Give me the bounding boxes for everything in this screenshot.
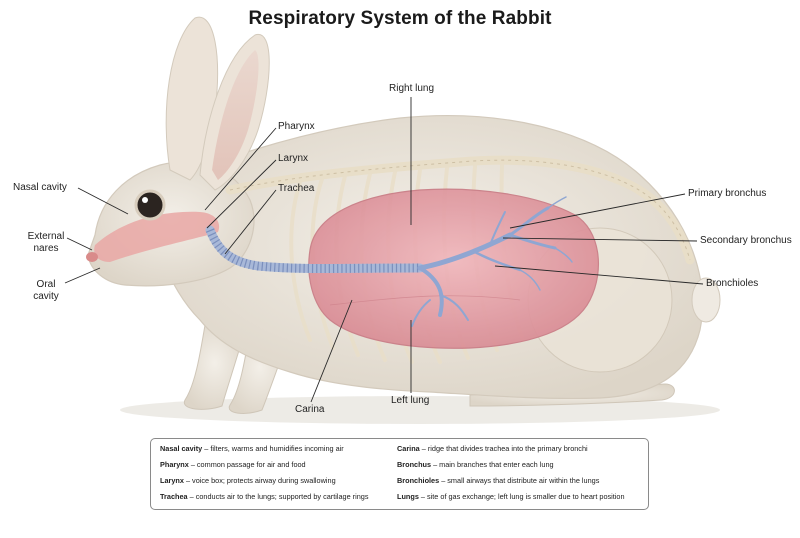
lung [308, 188, 600, 349]
legend-column-left: Nasal cavity – filters, warms and humidi… [160, 444, 369, 508]
label-trachea: Trachea [278, 183, 315, 194]
legend-term: Trachea [160, 492, 188, 501]
legend-term: Bronchus [397, 460, 432, 469]
legend-desc: – main branches that enter each lung [431, 460, 554, 469]
legend-desc: – ridge that divides trachea into the pr… [419, 444, 588, 453]
label-secondary-bronchus: Secondary bronchus [700, 235, 792, 246]
label-external-nares-line2: nares [33, 243, 59, 254]
spine-outline [229, 159, 691, 261]
nasal-airway [94, 211, 220, 262]
bronchial-tree [411, 196, 573, 327]
legend-item: Carina – ridge that divides trachea into… [397, 444, 625, 460]
label-left-lung: Left lung [391, 395, 430, 406]
lung-fissure [329, 295, 521, 306]
legend-term: Nasal cavity [160, 444, 203, 453]
legend-item: Lungs – site of gas exchange; left lung … [397, 492, 625, 508]
label-external-nares-line1: External [27, 231, 65, 242]
label-carina: Carina [295, 404, 325, 415]
legend-desc: – filters, warms and humidifies incoming… [202, 444, 344, 453]
tail [691, 277, 721, 323]
legend-item: Trachea – conducts air to the lungs; sup… [160, 492, 369, 508]
legend-desc: – small airways that distribute air with… [439, 476, 600, 485]
legend-item: Bronchus – main branches that enter each… [397, 460, 625, 476]
label-right-lung: Right lung [389, 83, 435, 94]
label-primary-bronchus: Primary bronchus [688, 188, 767, 199]
legend-desc: – conducts air to the lungs; supported b… [187, 492, 369, 501]
legend-item: Nasal cavity – filters, warms and humidi… [160, 444, 369, 460]
legend-desc: – common passage for air and food [188, 460, 306, 469]
legend-item: Bronchioles – small airways that distrib… [397, 476, 625, 492]
label-oral-cavity-line2: cavity [33, 291, 59, 302]
label-oral-cavity-line1: Oral [36, 279, 56, 290]
legend-column-right: Carina – ridge that divides trachea into… [397, 444, 625, 508]
eye-highlight [142, 197, 148, 203]
legend-term: Carina [397, 444, 420, 453]
label-larynx: Larynx [278, 153, 309, 164]
legend-desc: – voice box; protects airway during swal… [183, 476, 336, 485]
legend-item: Pharynx – common passage for air and foo… [160, 460, 369, 476]
eye [134, 189, 166, 221]
legend-term: Pharynx [160, 460, 189, 469]
legend-desc: – site of gas exchange; left lung is sma… [418, 492, 625, 501]
leader-lines [64, 97, 704, 403]
nose [86, 252, 98, 262]
legend-box: Nasal cavity – filters, warms and humidi… [150, 438, 649, 510]
ear-front-inner [212, 50, 259, 180]
legend-item: Larynx – voice box; protects airway duri… [160, 476, 369, 492]
legend-term: Lungs [397, 492, 419, 501]
legend-term: Bronchioles [397, 476, 440, 485]
trachea-rings [205, 228, 421, 273]
label-pharynx: Pharynx [278, 121, 315, 132]
legend-term: Larynx [160, 476, 184, 485]
diagram-title: Respiratory System of the Rabbit [248, 8, 552, 29]
label-bronchioles: Bronchioles [706, 278, 759, 289]
label-nasal-cavity: Nasal cavity [13, 182, 67, 193]
